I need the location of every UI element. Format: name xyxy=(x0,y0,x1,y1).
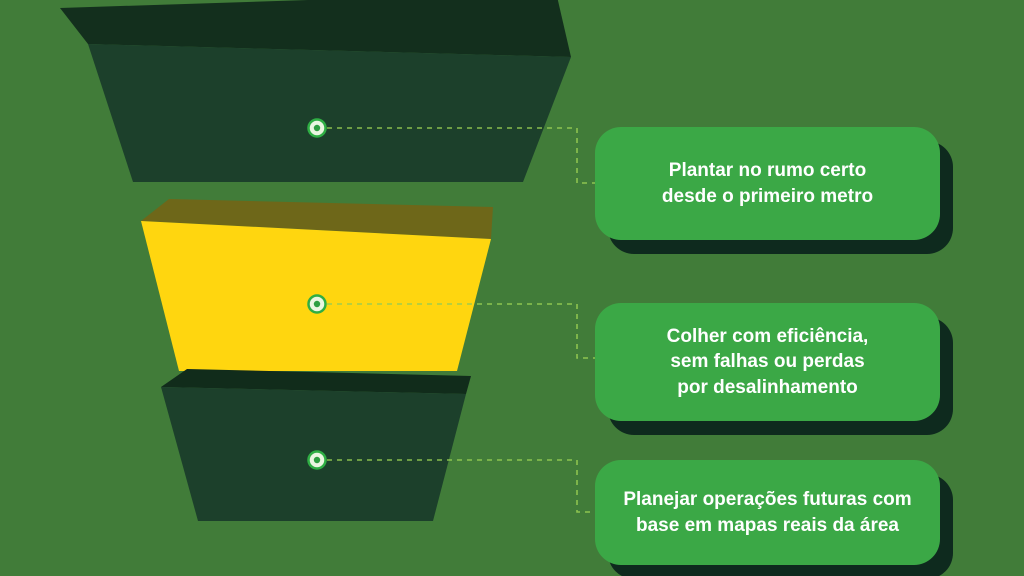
connector-line-2 xyxy=(327,303,595,359)
callout-plantar-box: Plantar no rumo certo desde o primeiro m… xyxy=(595,127,940,240)
callout-plantar-line-1: Plantar no rumo certo xyxy=(668,160,867,182)
funnel-segment-1-top-face xyxy=(60,0,571,57)
connector-line-3 xyxy=(327,459,595,513)
callout-planejar-box: Planejar operações futuras com base em m… xyxy=(595,460,940,565)
marker-dot-icon-3 xyxy=(307,450,327,470)
callout-plantar-line-2: desde o primeiro metro xyxy=(661,185,874,207)
callout-colher-line-3: por desalinhamento xyxy=(677,376,858,398)
marker-dot-icon-2 xyxy=(307,294,327,314)
callout-colher-box: Colher com eficiência, sem falhas ou per… xyxy=(595,303,940,421)
callout-colher-line-1: Colher com eficiência, xyxy=(666,326,869,348)
callout-planejar-line-1: Planejar operações futuras com xyxy=(623,489,912,511)
funnel-segment-3-top-face xyxy=(161,369,471,394)
callout-planejar: Planejar operações futuras com base em m… xyxy=(595,460,953,576)
callout-colher-line-2: sem falhas ou perdas xyxy=(670,351,865,373)
callout-plantar: Plantar no rumo certo desde o primeiro m… xyxy=(595,127,953,254)
callout-colher: Colher com eficiência, sem falhas ou per… xyxy=(595,303,953,435)
marker-dot-icon-1 xyxy=(307,118,327,138)
callout-planejar-line-2: base em mapas reais da área xyxy=(635,514,899,536)
funnel-segment-1-face xyxy=(88,44,571,182)
connector-line-1 xyxy=(327,127,595,184)
funnel-segment-2-top-face xyxy=(141,199,493,239)
